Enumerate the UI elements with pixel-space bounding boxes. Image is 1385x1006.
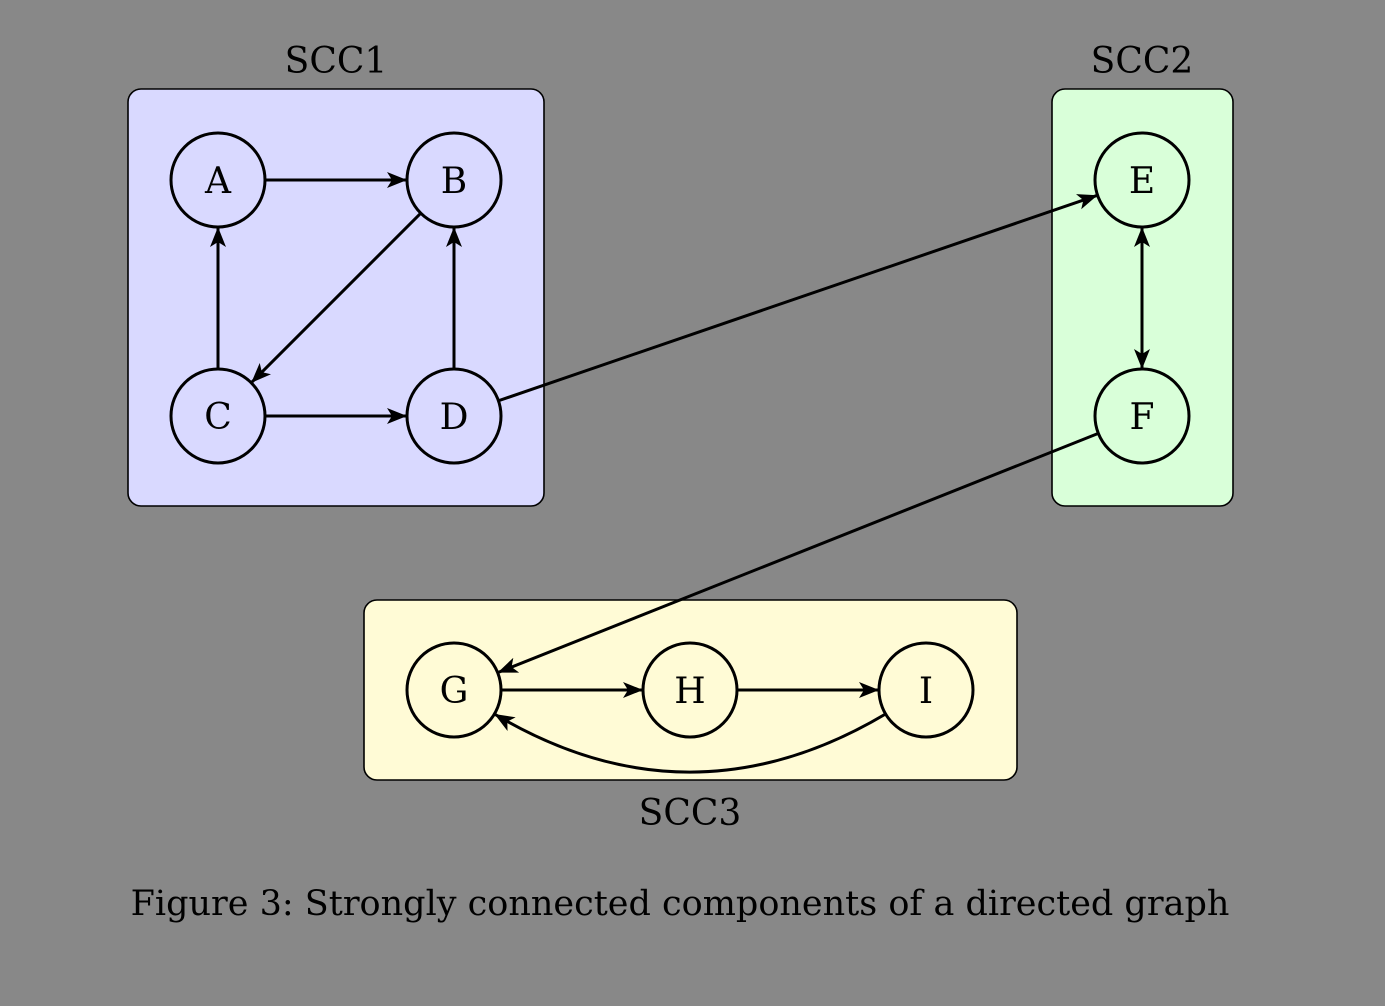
node-e-circle bbox=[1093, 131, 1191, 229]
node-h-label: H bbox=[674, 671, 705, 712]
node-d-circle bbox=[405, 367, 503, 465]
node-a-label: A bbox=[204, 161, 232, 202]
scc3-label: SCC3 bbox=[639, 793, 742, 834]
node-i-circle bbox=[877, 641, 975, 739]
node-g-circle bbox=[405, 641, 503, 739]
node-c-label: C bbox=[204, 397, 232, 438]
node-b-label: B bbox=[441, 161, 467, 202]
node-g-label: G bbox=[440, 671, 469, 712]
node-c-circle bbox=[169, 367, 267, 465]
node-f-label: F bbox=[1130, 397, 1155, 438]
node-i: I bbox=[877, 641, 975, 739]
scc3-box bbox=[363, 599, 1018, 781]
node-e-label: E bbox=[1129, 161, 1155, 202]
node-e: E bbox=[1093, 131, 1191, 229]
node-a: A bbox=[169, 131, 267, 229]
node-d-label: D bbox=[440, 397, 469, 438]
node-f-circle bbox=[1093, 367, 1191, 465]
node-d: D bbox=[405, 367, 503, 465]
node-h: H bbox=[641, 641, 739, 739]
node-f: F bbox=[1093, 367, 1191, 465]
scc2-label: SCC2 bbox=[1091, 41, 1194, 82]
node-c: C bbox=[169, 367, 267, 465]
edge-d-to-e bbox=[497, 194, 1098, 403]
node-a-circle bbox=[169, 131, 267, 229]
edge-f-to-g bbox=[497, 431, 1099, 674]
node-h-circle bbox=[641, 641, 739, 739]
nodes-group: A B C D E F G H I bbox=[169, 131, 1191, 739]
node-b-circle bbox=[405, 131, 503, 229]
edge-b-to-c bbox=[250, 212, 422, 384]
edge-i-to-g bbox=[494, 712, 887, 774]
node-b: B bbox=[405, 131, 503, 229]
figure-caption: Figure 3: Strongly connected components … bbox=[131, 884, 1230, 924]
node-i-label: I bbox=[919, 671, 933, 712]
scc1-label: SCC1 bbox=[285, 41, 388, 82]
node-g: G bbox=[405, 641, 503, 739]
edges-group bbox=[210, 172, 1150, 774]
